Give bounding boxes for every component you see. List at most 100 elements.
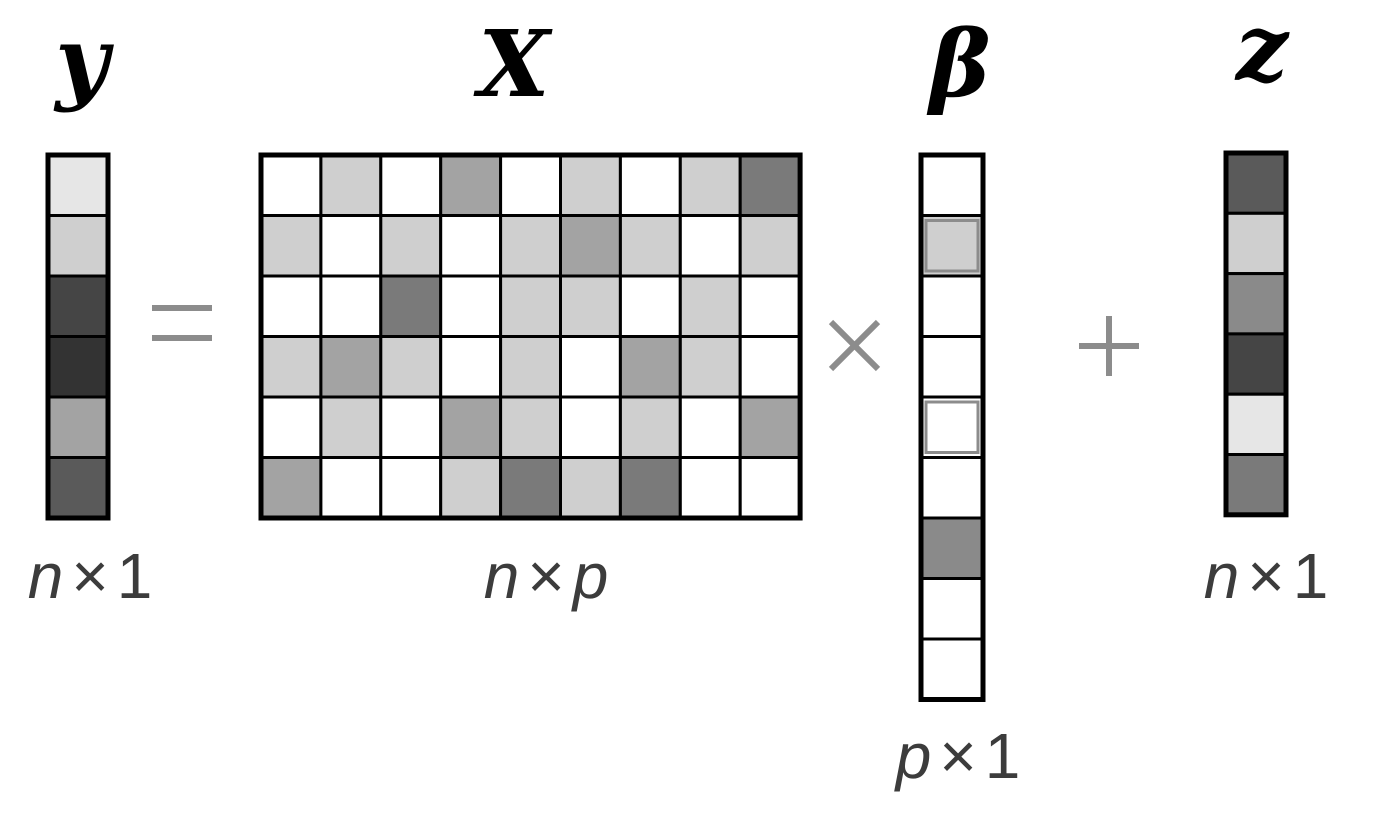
z-vector-border bbox=[1223, 150, 1289, 518]
y-vector-cell bbox=[46, 335, 110, 399]
z-dim-rows: n bbox=[1204, 540, 1240, 612]
z-symbol: z bbox=[1234, 0, 1290, 102]
z-vector-cell bbox=[1224, 151, 1288, 215]
beta-vector-cell bbox=[919, 153, 985, 217]
x-matrix-cell bbox=[319, 274, 383, 338]
beta-vector-cell-highlight bbox=[924, 400, 980, 454]
y-dim-times: × bbox=[71, 540, 108, 612]
x-matrix-cell bbox=[379, 395, 443, 459]
x-matrix-cell bbox=[678, 335, 742, 399]
z-vector-cell bbox=[1224, 453, 1288, 517]
x-matrix-cell bbox=[259, 274, 323, 338]
beta-vector-cell bbox=[919, 637, 985, 701]
beta-vector-cell bbox=[919, 456, 985, 520]
z-dim-times: × bbox=[1247, 540, 1284, 612]
x-matrix-symbol: X bbox=[473, 10, 553, 118]
x-matrix-cell bbox=[559, 395, 622, 459]
beta-dim-cols: 1 bbox=[985, 720, 1021, 792]
z-dim-cols: 1 bbox=[1293, 540, 1329, 612]
z-vector-cell bbox=[1224, 211, 1288, 276]
y-vector-border bbox=[45, 152, 111, 521]
x-matrix-cell bbox=[618, 274, 682, 338]
x-matrix-cell bbox=[259, 153, 323, 217]
x-matrix-cell bbox=[559, 456, 622, 520]
y-vector bbox=[45, 152, 111, 521]
y-dim-rows: n bbox=[28, 540, 64, 612]
x-matrix-cell bbox=[439, 274, 503, 338]
beta-vector-cell bbox=[919, 516, 985, 580]
beta-vector-border bbox=[918, 152, 986, 702]
x-matrix-cell bbox=[618, 153, 682, 217]
x-matrix-cell bbox=[738, 335, 802, 399]
x-matrix-cell bbox=[738, 395, 802, 459]
y-vector-cell bbox=[46, 456, 110, 520]
x-matrix-cell bbox=[738, 153, 802, 217]
x-matrix-cell bbox=[319, 335, 383, 399]
beta-vector-cell bbox=[919, 577, 985, 641]
beta-vector-cell bbox=[919, 274, 985, 338]
x-matrix-cell bbox=[559, 335, 622, 399]
x-matrix-cell bbox=[559, 153, 622, 217]
x-matrix-cell bbox=[559, 274, 622, 338]
y-dim-cols: 1 bbox=[117, 540, 153, 612]
x-matrix-cell bbox=[618, 456, 682, 520]
x-matrix-cell bbox=[379, 456, 443, 520]
x-matrix-cell bbox=[738, 274, 802, 338]
x-matrix-cell bbox=[678, 274, 742, 338]
x-matrix-cell bbox=[439, 153, 503, 217]
x-matrix-cell bbox=[439, 456, 503, 520]
beta-symbol: β bbox=[926, 10, 990, 118]
x-matrix-cell bbox=[319, 153, 383, 217]
z-vector-cell bbox=[1224, 332, 1288, 396]
beta-dim-times: × bbox=[939, 720, 976, 792]
x-matrix-cell bbox=[379, 274, 443, 338]
x-matrix-cell bbox=[678, 214, 742, 278]
x-matrix-cell bbox=[499, 274, 563, 338]
x-matrix-cell bbox=[259, 214, 323, 278]
beta-dim-rows: p bbox=[894, 720, 932, 792]
x-matrix-cell bbox=[379, 214, 443, 278]
x-matrix-border bbox=[258, 152, 803, 521]
beta-dimension-label: p×1 bbox=[894, 720, 1021, 792]
x-matrix-cell bbox=[678, 153, 742, 217]
x-matrix-cell bbox=[319, 456, 383, 520]
x-matrix-cell bbox=[738, 214, 802, 278]
y-vector-cell bbox=[46, 153, 110, 217]
x-matrix-cell bbox=[618, 335, 682, 399]
z-vector bbox=[1223, 150, 1289, 518]
z-vector-cell bbox=[1224, 392, 1288, 457]
x-matrix-cell bbox=[259, 335, 323, 399]
x-matrix-cell bbox=[499, 335, 563, 399]
x-dimension-label: n×p bbox=[484, 540, 609, 612]
beta-vector-cell bbox=[919, 214, 985, 278]
x-matrix-cell bbox=[618, 395, 682, 459]
x-matrix bbox=[258, 152, 803, 521]
x-matrix-cell bbox=[678, 395, 742, 459]
x-matrix-cell bbox=[319, 214, 383, 278]
beta-vector-cell bbox=[919, 335, 985, 399]
x-matrix-cell bbox=[439, 395, 503, 459]
beta-vector bbox=[918, 152, 986, 702]
x-matrix-cell bbox=[319, 395, 383, 459]
x-matrix-cell bbox=[259, 395, 323, 459]
times-operator bbox=[828, 319, 881, 372]
beta-vector-cell-highlight bbox=[924, 219, 980, 273]
x-matrix-cell bbox=[738, 456, 802, 520]
x-dim-rows: n bbox=[484, 540, 520, 612]
y-vector-cell bbox=[46, 214, 110, 278]
x-matrix-cell bbox=[259, 456, 323, 520]
x-matrix-cell bbox=[499, 395, 563, 459]
y-symbol: y bbox=[53, 6, 114, 114]
y-dimension-label: n×1 bbox=[28, 540, 153, 612]
x-dim-times: × bbox=[527, 540, 564, 612]
x-matrix-cell bbox=[439, 214, 503, 278]
z-vector-cell bbox=[1224, 272, 1288, 336]
x-matrix-cell bbox=[379, 153, 443, 217]
x-matrix-cell bbox=[439, 335, 503, 399]
x-dim-cols: p bbox=[571, 540, 609, 612]
x-matrix-cell bbox=[379, 335, 443, 399]
x-matrix-cell bbox=[499, 214, 563, 278]
x-matrix-cell bbox=[559, 214, 622, 278]
x-matrix-cell bbox=[499, 153, 563, 217]
